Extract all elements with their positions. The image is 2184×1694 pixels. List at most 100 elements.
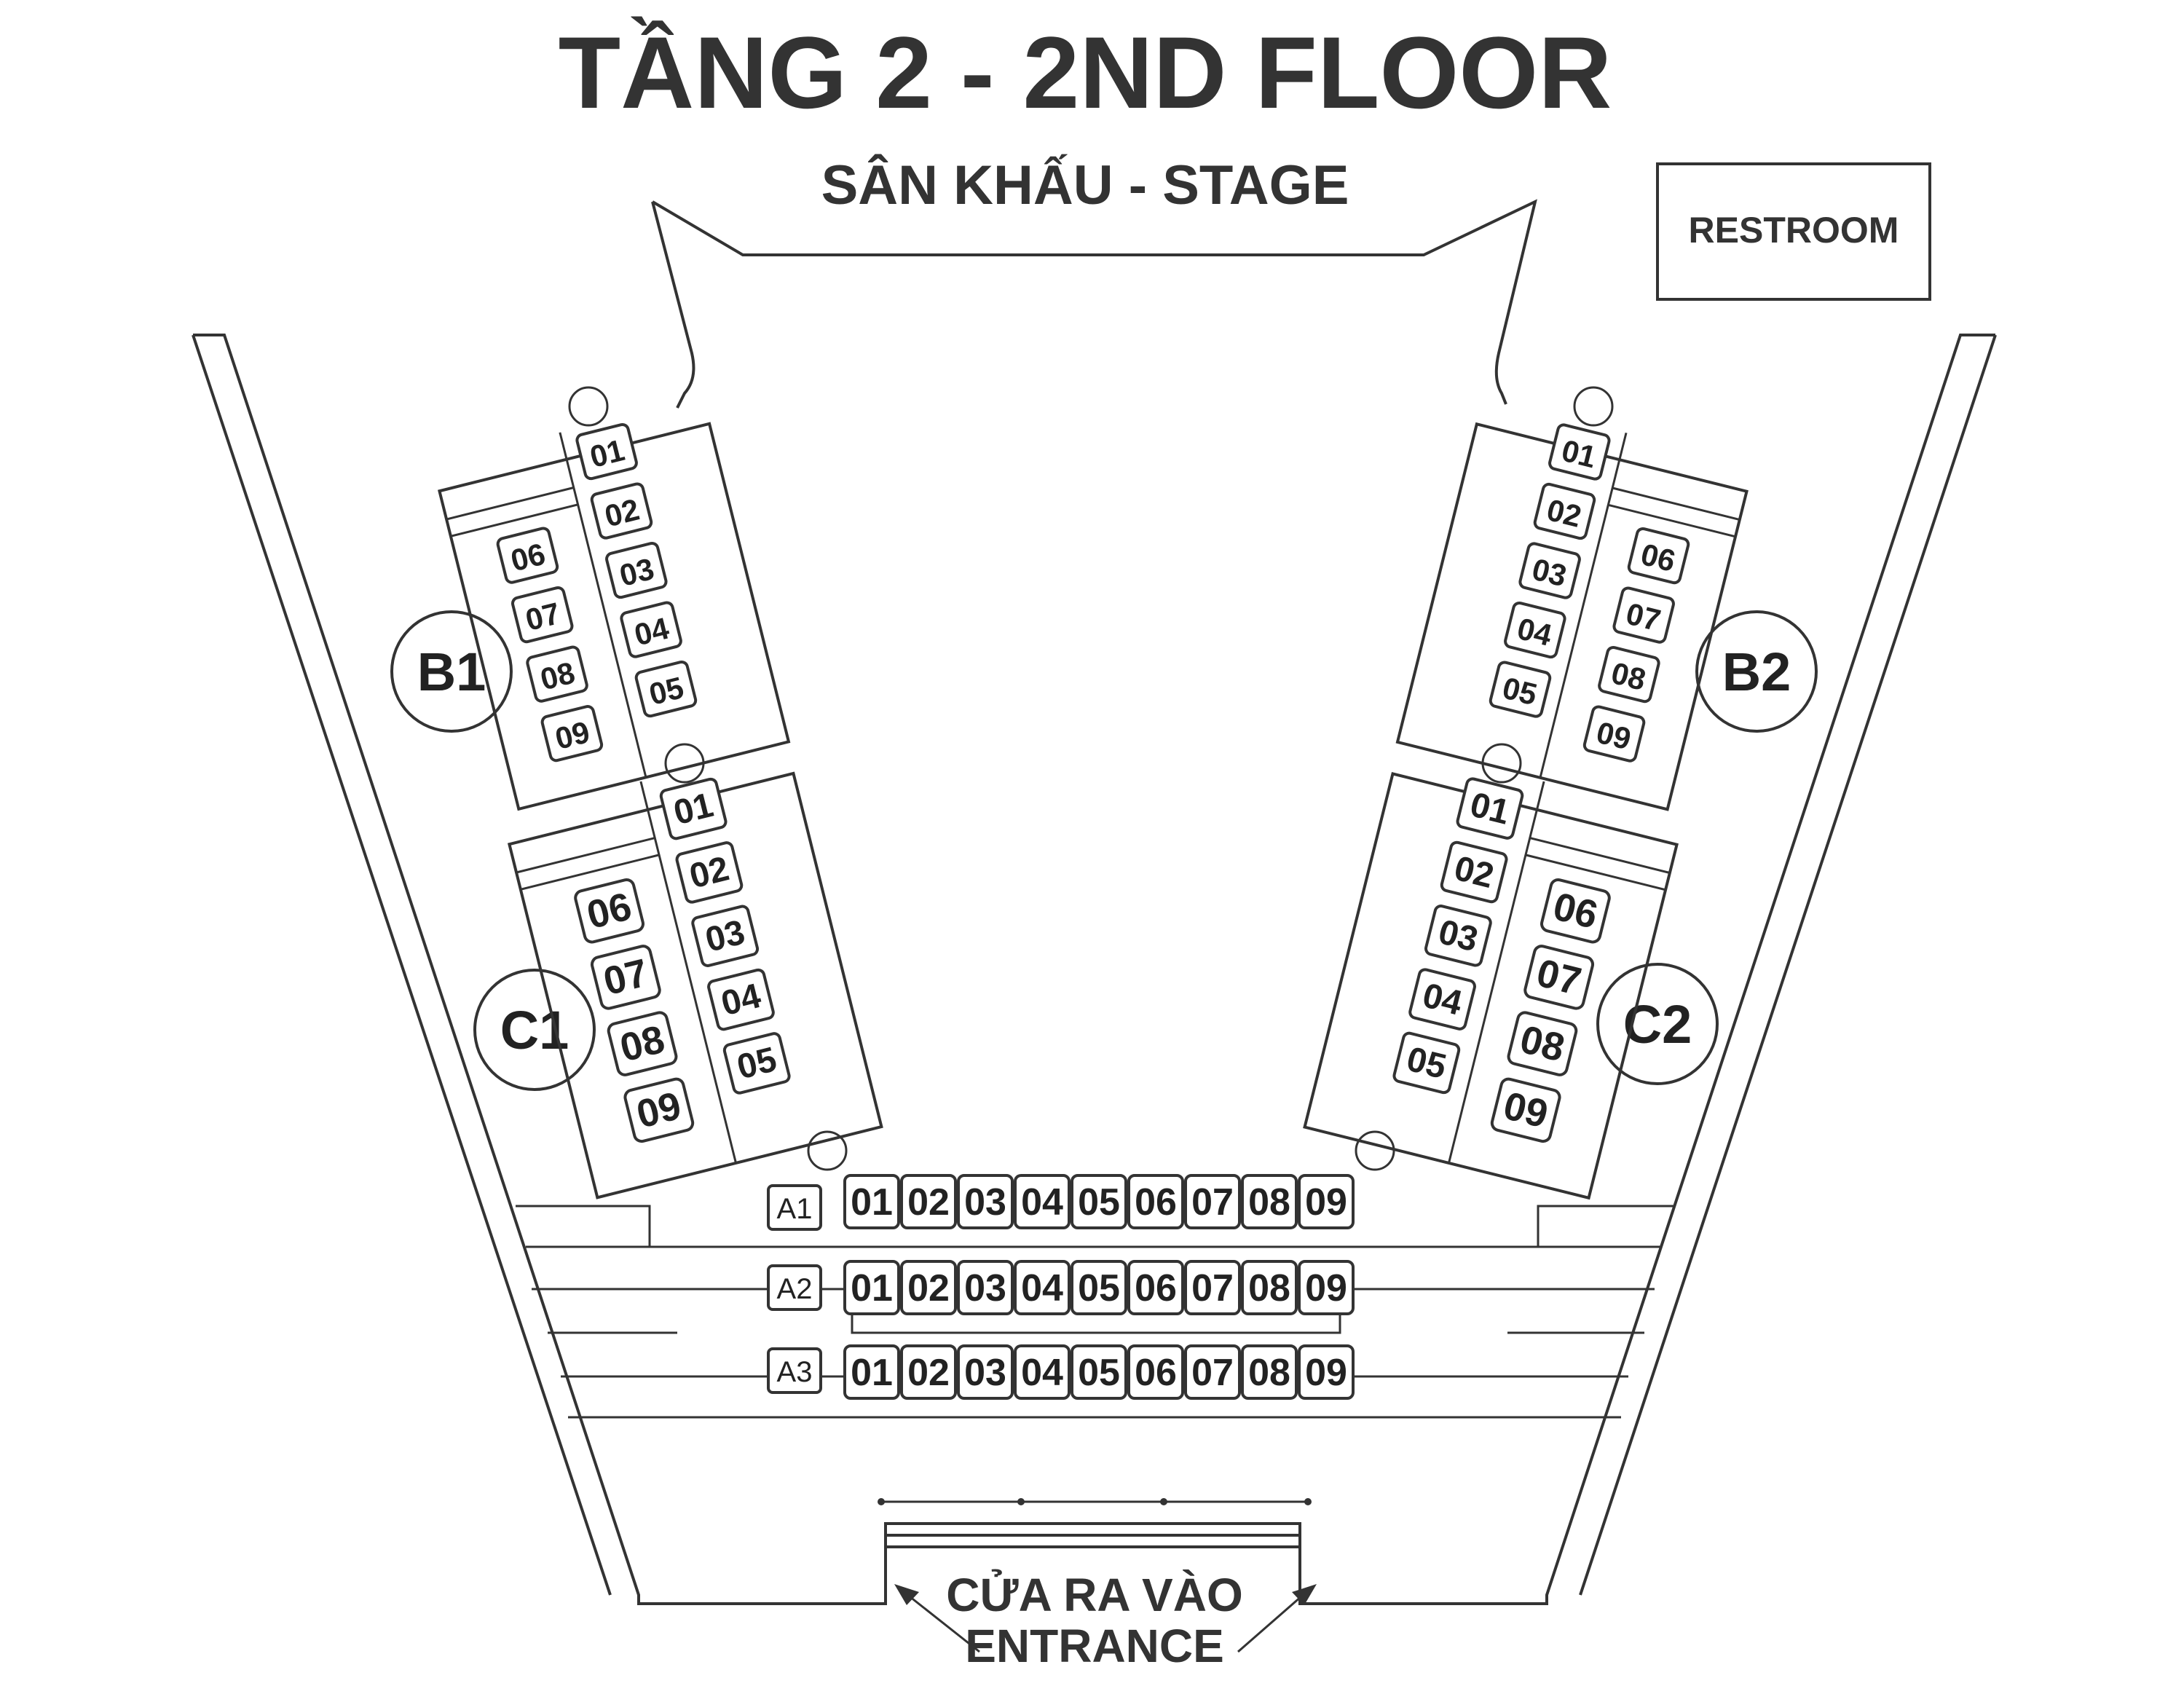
svg-text:A2: A2 — [777, 1273, 813, 1305]
section-b1-outer: 06 07 08 09 — [496, 527, 604, 763]
seat-b2-04[interactable]: 04 — [1504, 601, 1566, 659]
seat-a1-07[interactable]: 07 — [1184, 1174, 1241, 1229]
entrance-rail-post — [1160, 1498, 1167, 1505]
seat-a1-06[interactable]: 06 — [1127, 1174, 1184, 1229]
seat-a3-07[interactable]: 07 — [1184, 1344, 1241, 1400]
seat-c1-08[interactable]: 08 — [607, 1011, 678, 1076]
seat-a3-01[interactable]: 01 — [843, 1344, 900, 1400]
row-label-a3: A3 — [767, 1347, 822, 1394]
seat-a1-09[interactable]: 09 — [1298, 1174, 1355, 1229]
seat-a3-04[interactable]: 04 — [1014, 1344, 1071, 1400]
seat-c1-06[interactable]: 06 — [574, 878, 644, 944]
entrance[interactable]: CỬA RA VÀO ENTRANCE — [878, 1498, 1317, 1672]
svg-text:07: 07 — [1623, 596, 1664, 638]
seat-b2-02[interactable]: 02 — [1533, 482, 1596, 540]
seat-a1-01[interactable]: 01 — [843, 1174, 900, 1229]
seat-b2-01[interactable]: 01 — [1548, 423, 1611, 481]
seat-b1-05[interactable]: 05 — [634, 660, 698, 718]
svg-text:06: 06 — [1638, 537, 1679, 578]
section-label-c2-text: C2 — [1623, 994, 1692, 1055]
section-label-b1[interactable]: B1 — [390, 610, 513, 733]
svg-text:A1: A1 — [777, 1193, 813, 1225]
section-b2: 01 02 03 04 05 06 07 08 09 — [1395, 422, 1749, 811]
seat-a1-08[interactable]: 08 — [1241, 1174, 1298, 1229]
svg-text:01: 01 — [1558, 433, 1600, 475]
seat-c1-07[interactable]: 07 — [590, 945, 661, 1010]
seat-a2-03[interactable]: 03 — [957, 1260, 1014, 1315]
seat-c1-03[interactable]: 03 — [691, 905, 760, 967]
seat-b2-05[interactable]: 05 — [1489, 661, 1552, 718]
svg-text:07: 07 — [1191, 1352, 1234, 1394]
svg-text:03: 03 — [1529, 552, 1570, 594]
svg-text:08: 08 — [1248, 1352, 1290, 1394]
seat-a2-01[interactable]: 01 — [843, 1260, 900, 1315]
seat-a2-05[interactable]: 05 — [1071, 1260, 1127, 1315]
seat-b2-09[interactable]: 09 — [1582, 705, 1646, 763]
svg-text:09: 09 — [1305, 1352, 1347, 1394]
svg-text:07: 07 — [599, 951, 653, 1004]
seat-a1-05[interactable]: 05 — [1071, 1174, 1127, 1229]
svg-text:04: 04 — [1419, 976, 1466, 1023]
seat-c1-01[interactable]: 01 — [659, 777, 728, 840]
restroom[interactable]: RESTROOM — [1656, 162, 1931, 301]
seat-a1-03[interactable]: 03 — [957, 1174, 1014, 1229]
seat-b1-04[interactable]: 04 — [620, 601, 682, 658]
seat-b2-06[interactable]: 06 — [1627, 527, 1690, 585]
seat-b1-07[interactable]: 07 — [510, 586, 574, 644]
seat-c1-09[interactable]: 09 — [623, 1077, 695, 1143]
seat-b1-03[interactable]: 03 — [605, 541, 668, 599]
seat-a3-03[interactable]: 03 — [957, 1344, 1014, 1400]
seat-a3-02[interactable]: 02 — [900, 1344, 957, 1400]
seat-b1-02[interactable]: 02 — [590, 482, 653, 540]
seat-a2-07[interactable]: 07 — [1184, 1260, 1241, 1315]
seat-a3-05[interactable]: 05 — [1071, 1344, 1127, 1400]
seat-c1-02[interactable]: 02 — [675, 841, 744, 904]
seat-b2-08[interactable]: 08 — [1598, 645, 1660, 704]
svg-text:03: 03 — [1435, 913, 1482, 959]
svg-text:06: 06 — [1135, 1267, 1177, 1309]
seat-b1-01[interactable]: 01 — [575, 422, 638, 481]
seat-b1-09[interactable]: 09 — [540, 705, 604, 763]
seat-c1-04[interactable]: 04 — [707, 968, 775, 1031]
seat-b1-08[interactable]: 08 — [526, 645, 588, 703]
section-c2-inner: 01 02 03 04 05 — [1392, 777, 1524, 1095]
seat-c1-05[interactable]: 05 — [722, 1032, 791, 1095]
svg-text:08: 08 — [1516, 1017, 1569, 1071]
section-label-c1[interactable]: C1 — [473, 969, 596, 1091]
seat-a2-02[interactable]: 02 — [900, 1260, 957, 1315]
svg-text:07: 07 — [1532, 951, 1585, 1004]
entrance-door-frame — [884, 1522, 1301, 1573]
section-b2-inner: 01 02 03 04 05 — [1489, 423, 1611, 718]
seat-a2-04[interactable]: 04 — [1014, 1260, 1071, 1315]
seat-a2-06[interactable]: 06 — [1127, 1260, 1184, 1315]
seat-c2-02[interactable]: 02 — [1440, 840, 1508, 904]
seat-b2-07[interactable]: 07 — [1612, 586, 1675, 644]
entrance-label-en: ENTRANCE — [965, 1620, 1224, 1672]
seat-a1-02[interactable]: 02 — [900, 1174, 957, 1229]
svg-text:08: 08 — [537, 655, 578, 697]
seat-a1-04[interactable]: 04 — [1014, 1174, 1071, 1229]
seat-a2-08[interactable]: 08 — [1241, 1260, 1298, 1315]
svg-text:01: 01 — [851, 1352, 893, 1394]
seat-b2-03[interactable]: 03 — [1518, 542, 1581, 599]
entrance-rail-post — [1017, 1498, 1025, 1505]
seat-c2-07[interactable]: 07 — [1523, 945, 1595, 1010]
seat-c2-04[interactable]: 04 — [1408, 968, 1476, 1031]
seat-a3-08[interactable]: 08 — [1241, 1344, 1298, 1400]
seat-a3-06[interactable]: 06 — [1127, 1344, 1184, 1400]
seat-a2-09[interactable]: 09 — [1298, 1260, 1355, 1315]
seat-c2-01[interactable]: 01 — [1456, 777, 1524, 840]
seat-c2-06[interactable]: 06 — [1540, 878, 1611, 944]
seat-b1-06[interactable]: 06 — [496, 527, 559, 584]
seat-c2-05[interactable]: 05 — [1392, 1031, 1461, 1095]
section-label-b2[interactable]: B2 — [1695, 610, 1818, 733]
seat-c2-09[interactable]: 09 — [1490, 1077, 1561, 1143]
svg-text:01: 01 — [670, 786, 717, 832]
section-b1-outline — [438, 422, 791, 811]
restroom-box — [1656, 162, 1931, 301]
seat-a3-09[interactable]: 09 — [1298, 1344, 1355, 1400]
section-label-c2[interactable]: C2 — [1596, 963, 1719, 1085]
seat-c2-08[interactable]: 08 — [1507, 1011, 1578, 1076]
seat-c2-03[interactable]: 03 — [1424, 905, 1492, 967]
svg-text:06: 06 — [1549, 884, 1602, 937]
